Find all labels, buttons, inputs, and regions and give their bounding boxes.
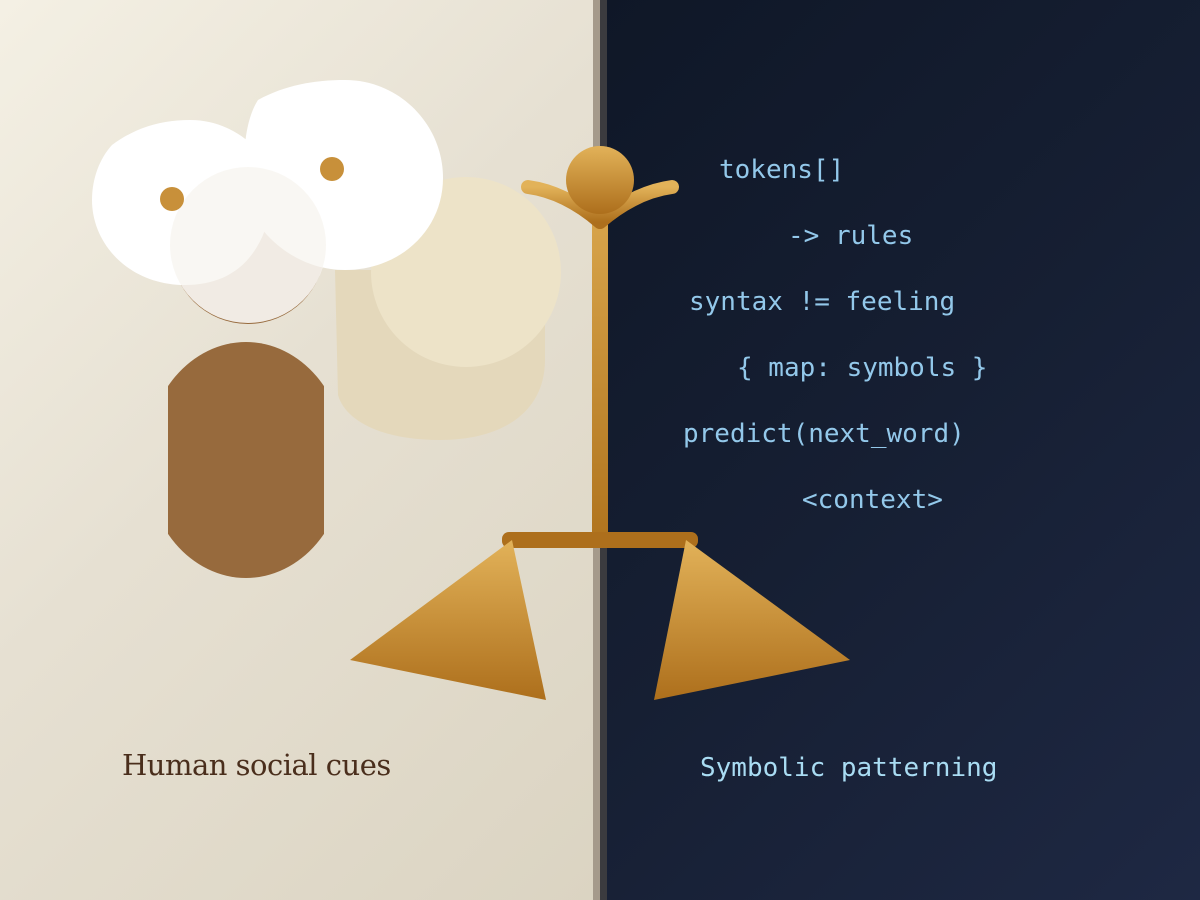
scale-pan-left (350, 540, 546, 700)
caption-human-social-cues: Human social cues (122, 748, 391, 782)
eye-left-icon (160, 187, 184, 211)
code-line-context: <context> (802, 485, 943, 515)
scale-crossbar (502, 532, 698, 548)
scale-arms (521, 180, 679, 229)
balance-scale-icon (350, 146, 850, 700)
code-line-map: { map: symbols } (737, 353, 988, 383)
code-line-predict: predict(next_word) (683, 419, 965, 449)
human-body (168, 342, 324, 578)
scale-head (566, 146, 634, 214)
eye-right-icon (320, 157, 344, 181)
speech-bubble-overlay (170, 167, 326, 323)
speech-bubbles (92, 80, 443, 323)
scale-pan-right (654, 540, 850, 700)
code-line-syntax: syntax != feeling (689, 287, 956, 317)
code-line-rules: -> rules (788, 221, 914, 251)
scale-pole (592, 205, 608, 540)
right-panel-symbolic (600, 0, 1200, 900)
caption-symbolic-patterning: Symbolic patterning (700, 753, 998, 783)
code-line-tokens: tokens[] (719, 155, 845, 185)
